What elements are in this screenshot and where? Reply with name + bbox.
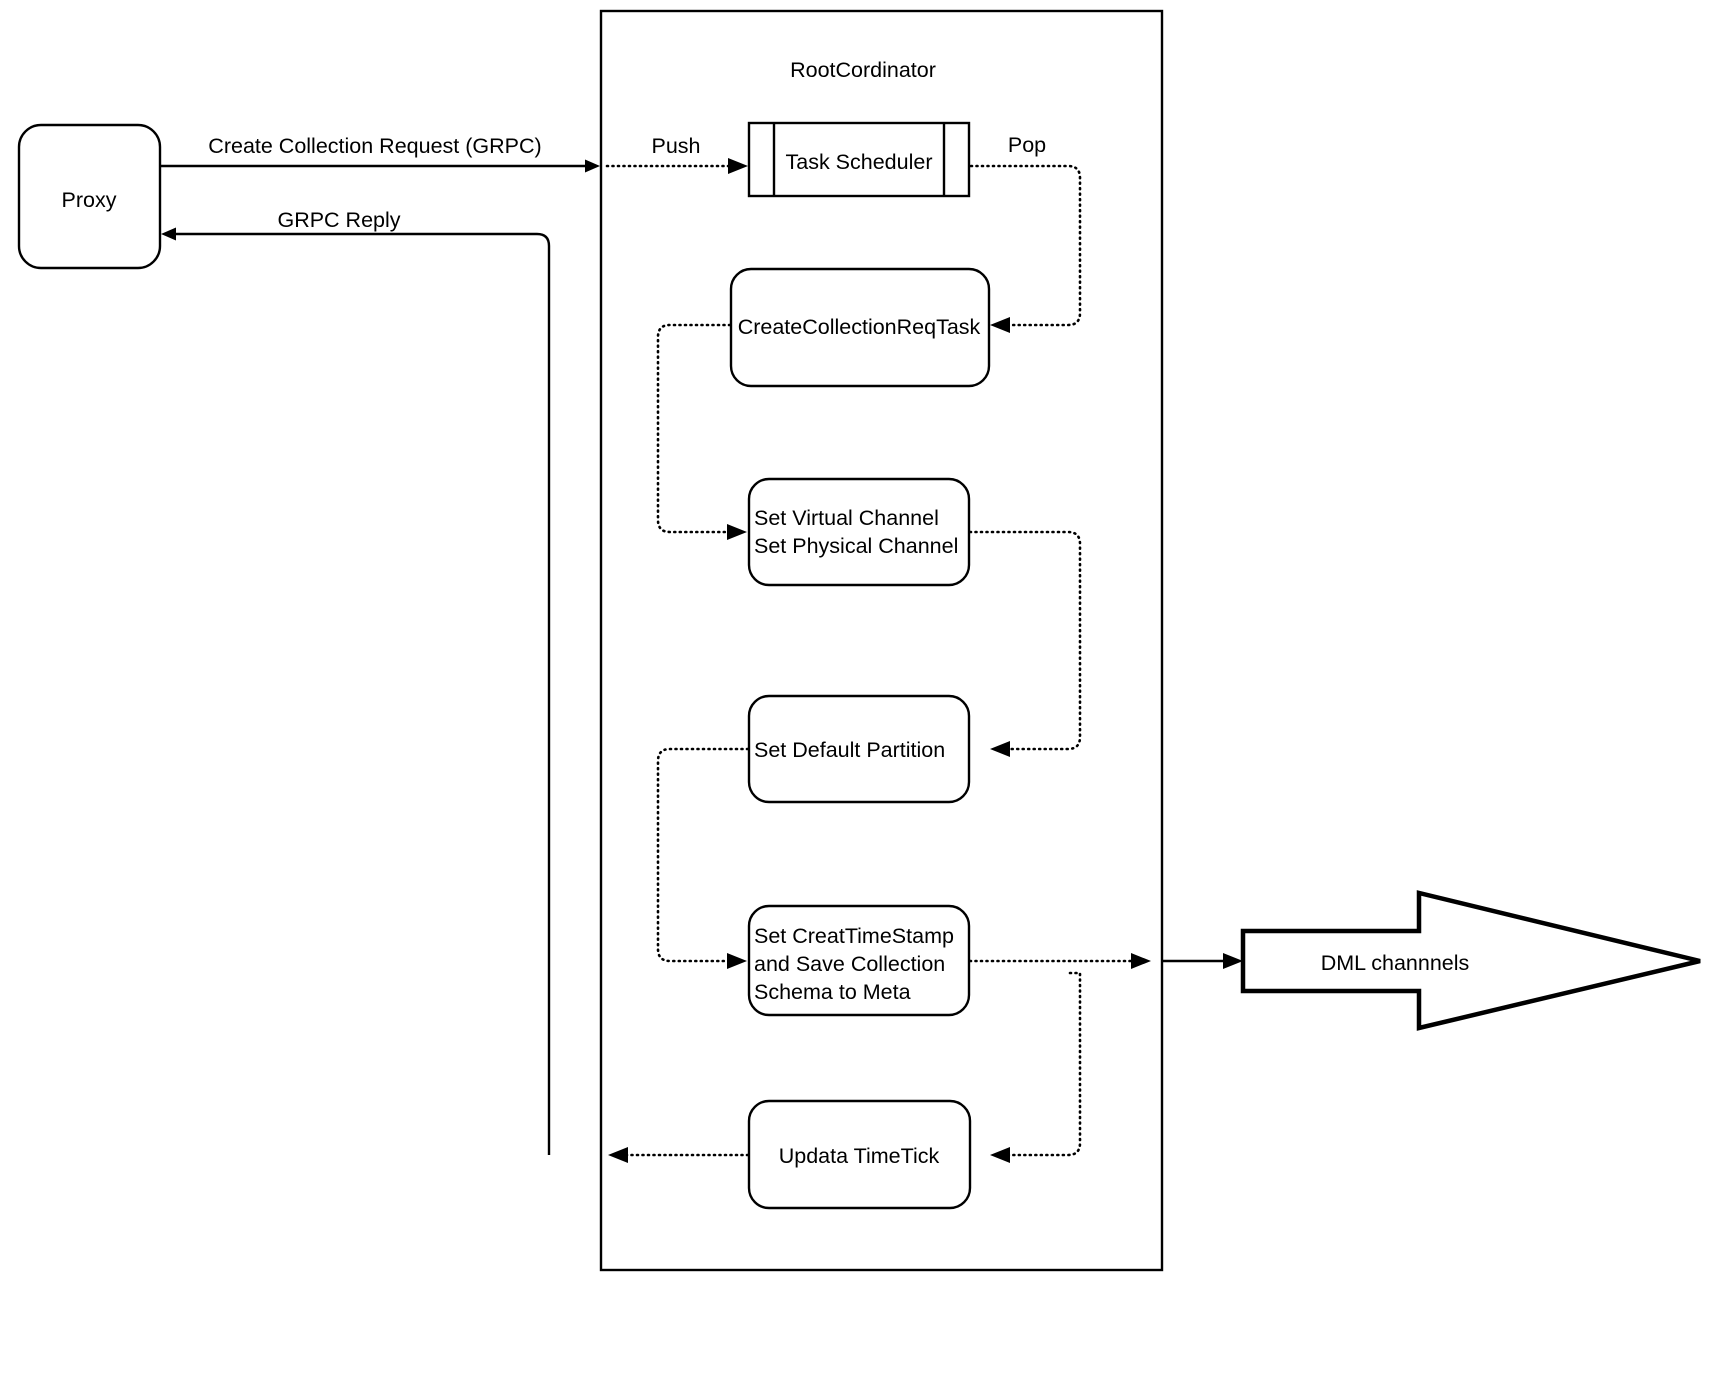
edge-set-channel-to-default-partition: [968, 530, 1082, 757]
edge-timestamp-to-timetick: [990, 971, 1082, 1163]
edge-push: [605, 158, 748, 174]
create-collection-request-edge-label: Create Collection Request (GRPC): [208, 134, 541, 158]
set-create-timestamp-label-line3: Schema to Meta: [754, 980, 911, 1004]
dml-channels-label: DML channnels: [1321, 951, 1470, 975]
rootcordinator-container: [599, 9, 1164, 1272]
set-channel-label-line1: Set Virtual Channel: [754, 506, 939, 530]
proxy-node[interactable]: [17, 123, 162, 270]
task-scheduler-node[interactable]: [747, 121, 971, 198]
create-collection-req-task-node[interactable]: [729, 267, 991, 388]
set-create-timestamp-label-line1: Set CreatTimeStamp: [754, 924, 954, 948]
edge-default-partition-to-timestamp: [656, 747, 750, 969]
task-scheduler-label: Task Scheduler: [786, 150, 933, 174]
edge-pop: [969, 164, 1082, 333]
edge-create-collection-request: [160, 159, 600, 173]
set-channel-node[interactable]: [747, 477, 971, 587]
edge-grpc-reply: [161, 227, 551, 1155]
create-collection-req-task-label: CreateCollectionReqTask: [738, 315, 981, 339]
push-edge-label: Push: [651, 134, 700, 158]
set-default-partition-label: Set Default Partition: [754, 738, 945, 762]
set-create-timestamp-label-line2: and Save Collection: [754, 952, 945, 976]
set-channel-label-line2: Set Physical Channel: [754, 534, 958, 558]
grpc-reply-edge-label: GRPC Reply: [277, 208, 400, 232]
update-timetick-label: Updata TimeTick: [779, 1144, 940, 1168]
rootcordinator-label: RootCordinator: [790, 58, 936, 82]
edge-timestamp-to-dml: [968, 953, 1243, 969]
edge-task-to-set-channel: [656, 323, 747, 540]
pop-edge-label: Pop: [1008, 133, 1046, 157]
proxy-label: Proxy: [62, 188, 117, 212]
dml-channels-node[interactable]: [1240, 890, 1701, 1031]
edge-timetick-to-reply: [608, 1147, 750, 1163]
